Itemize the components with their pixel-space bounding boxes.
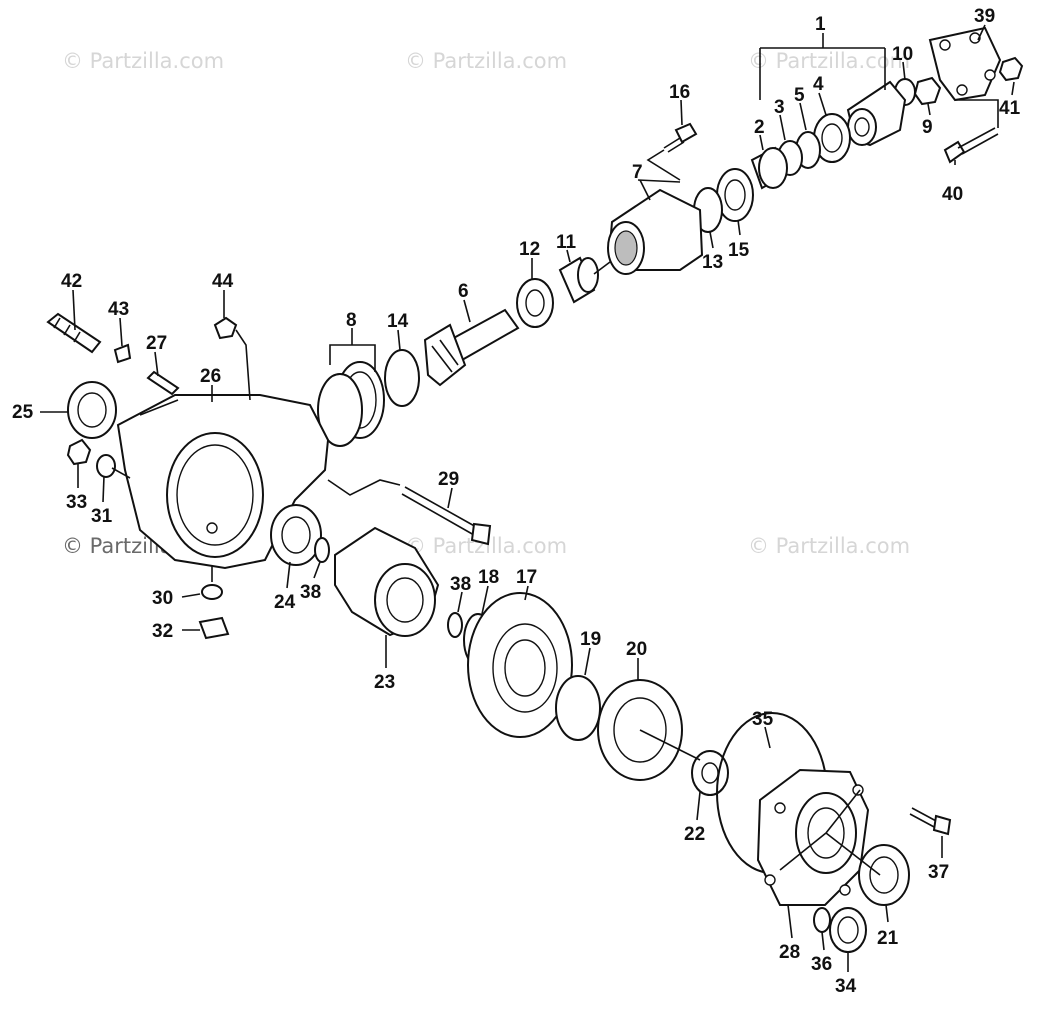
- part-29-bolt: [401, 486, 492, 546]
- callout-36: 36: [811, 954, 832, 975]
- part-12-bearing: [516, 278, 554, 328]
- part-31-washer: [96, 454, 116, 478]
- callout-44: 44: [212, 271, 234, 292]
- part-22-bearing: [691, 750, 729, 796]
- part-24-side-bearing: [270, 504, 322, 566]
- callout-26: 26: [200, 366, 221, 387]
- part-41-nut: [998, 56, 1024, 82]
- watermark: © Partzilla.com: [405, 49, 567, 73]
- part-40-bolt: [943, 127, 999, 164]
- part-27-pin: [146, 370, 180, 396]
- part-25-oil-seal: [67, 381, 117, 439]
- callout-41: 41: [999, 98, 1021, 119]
- callout-13: 13: [702, 252, 723, 273]
- part-38-shim-right: [447, 612, 463, 638]
- callout-33: 33: [66, 492, 87, 513]
- callout-39: 39: [974, 6, 995, 27]
- watermark: © Partzilla.com: [62, 49, 224, 73]
- callout-11: 11: [556, 232, 577, 253]
- callout-7: 7: [632, 162, 643, 183]
- callout-20: 20: [626, 639, 647, 660]
- callout-8: 8: [346, 310, 357, 331]
- part-30-washer: [201, 584, 223, 600]
- callout-4: 4: [813, 74, 824, 95]
- part-36-ring: [813, 907, 831, 933]
- part-11-spacer: [558, 256, 599, 304]
- callout-37: 37: [928, 862, 949, 883]
- callout-16: 16: [669, 82, 690, 103]
- callout-12: 12: [519, 239, 540, 260]
- part-37-bolt: [909, 807, 952, 836]
- part-1-companion-flange: [846, 80, 907, 147]
- part-7-pinion-housing: [607, 188, 704, 275]
- callout-14: 14: [387, 311, 409, 332]
- callout-24: 24: [274, 592, 296, 613]
- callout-30: 30: [152, 588, 173, 609]
- callout-10: 10: [892, 44, 913, 65]
- callout-38-right: 38: [450, 574, 471, 595]
- callout-34: 34: [835, 976, 857, 997]
- part-21-oil-seal: [858, 844, 910, 906]
- callout-15: 15: [728, 240, 750, 261]
- callout-42: 42: [61, 271, 82, 292]
- part-17-ring-gear: [467, 592, 573, 738]
- callout-5: 5: [794, 85, 805, 106]
- part-16-bolt: [663, 122, 698, 153]
- callout-40: 40: [942, 184, 963, 205]
- part-9-nut: [913, 76, 942, 106]
- part-38-shim-left: [314, 537, 330, 563]
- callout-38-left: 38: [300, 582, 321, 603]
- callout-22: 22: [684, 824, 705, 845]
- callout-19: 19: [580, 629, 601, 650]
- part-14-shim: [384, 349, 420, 407]
- callout-3: 3: [774, 97, 785, 118]
- part-23-differential-case: [334, 526, 440, 637]
- part-42-breather: [46, 312, 102, 354]
- callout-35: 35: [752, 709, 774, 730]
- callout-17: 17: [516, 567, 537, 588]
- watermark: © Partzilla.com: [748, 49, 910, 73]
- part-39-flange-yoke: [928, 26, 1002, 102]
- callout-labels: 1 2 3 4 5 6 7 8 9 10 11 12 13 14 15 16 1…: [12, 6, 1021, 997]
- callout-28: 28: [779, 942, 800, 963]
- callout-43: 43: [108, 299, 129, 320]
- part-19-ring: [555, 675, 601, 741]
- callout-1: 1: [815, 14, 826, 35]
- callout-31: 31: [91, 506, 113, 527]
- leader-lines: [40, 24, 1015, 972]
- callout-6: 6: [458, 281, 469, 302]
- callout-23: 23: [374, 672, 395, 693]
- part-8-gasket: [317, 361, 385, 447]
- callout-27: 27: [146, 333, 167, 354]
- callout-18: 18: [478, 567, 499, 588]
- callout-25: 25: [12, 402, 34, 423]
- part-28-cover: [756, 768, 870, 906]
- callout-2: 2: [754, 117, 765, 138]
- callout-29: 29: [438, 469, 459, 490]
- part-32-drain-plug: [198, 616, 230, 640]
- part-6-drive-pinion: [423, 308, 520, 387]
- part-34-cap: [829, 907, 867, 953]
- part-2-bearing: [750, 146, 788, 190]
- callout-32: 32: [152, 621, 173, 642]
- part-44-plug: [213, 316, 238, 340]
- watermark: © Partzilla.com: [748, 534, 910, 558]
- part-33-plug: [66, 438, 92, 466]
- part-43-clip: [113, 343, 132, 364]
- callout-21: 21: [877, 928, 899, 949]
- callout-9: 9: [922, 117, 933, 138]
